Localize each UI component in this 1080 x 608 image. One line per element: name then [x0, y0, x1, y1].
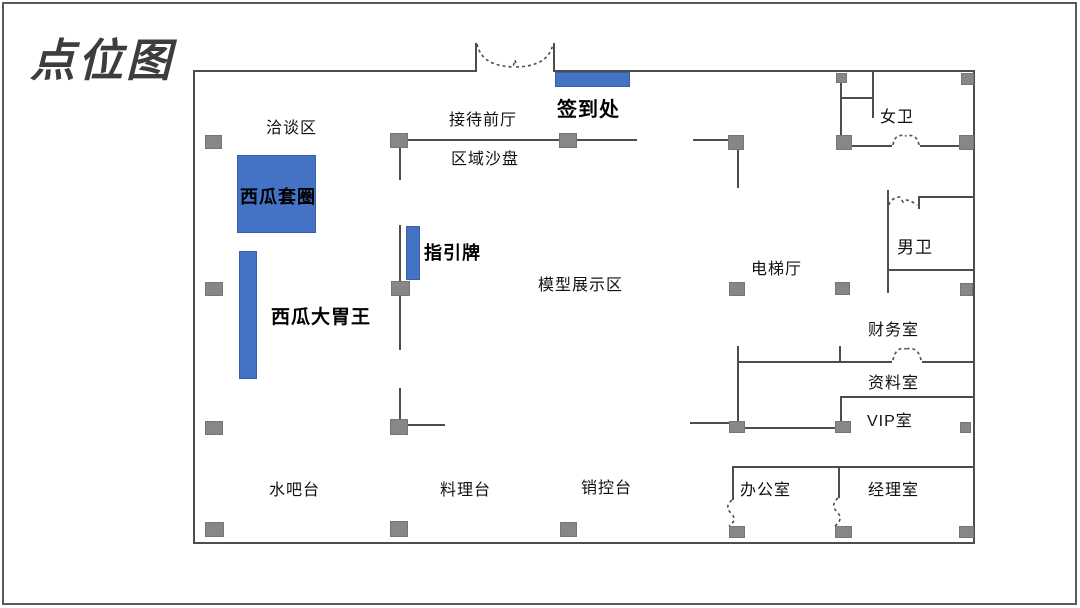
column-marker [959, 526, 974, 538]
label-vip-room: VIP室 [867, 413, 913, 430]
wall-elevator-corridor [737, 150, 739, 188]
wall-reception-divider [693, 139, 737, 141]
wall-top-right [554, 70, 975, 72]
column-marker [390, 521, 408, 537]
wall-womens-bottom [852, 145, 892, 147]
label-model-display-area: 模型展示区 [538, 277, 624, 294]
wall-stub [408, 424, 445, 426]
wall-reception-divider [398, 139, 637, 141]
column-marker [729, 526, 745, 538]
column-marker [205, 522, 224, 537]
label-womens-restroom: 女卫 [880, 109, 915, 126]
wall-mens-left [887, 190, 889, 293]
column-marker [205, 135, 222, 149]
eating-contest-label: 西瓜大胃王 [271, 307, 372, 328]
watermelon-ring-toss-marker [237, 155, 316, 233]
womens-door-swing-icon [892, 134, 920, 146]
wall-corridor [745, 427, 835, 429]
column-marker [559, 133, 577, 148]
wall-womens-left [840, 83, 842, 135]
wall-model-area-left [399, 148, 401, 180]
office-door-icon [726, 499, 735, 527]
wall-elevator-corridor [737, 346, 739, 430]
wall-top-left [193, 70, 476, 72]
wall-corridor [690, 422, 730, 424]
wall-womens-bottom [920, 145, 961, 147]
wall-mens-bottom [887, 269, 975, 271]
entrance-door-swing-icon [476, 43, 554, 68]
page-title: 点位图 [30, 35, 175, 86]
wall-archives-top [738, 361, 892, 363]
column-marker [729, 282, 745, 296]
wall-mens-top [918, 196, 974, 198]
wall-womens-inner-h [840, 97, 873, 99]
column-marker [205, 282, 223, 296]
signin-desk-marker [555, 72, 630, 87]
column-marker [390, 419, 408, 435]
wall-right [973, 70, 975, 544]
ring-toss-label: 西瓜套圈 [240, 187, 316, 207]
label-archives-room: 资料室 [868, 375, 920, 392]
wall-vip-left [840, 396, 842, 423]
column-marker [836, 73, 847, 83]
entrance-jamb-right [553, 43, 555, 72]
label-reception-hall: 接待前厅 [449, 112, 518, 129]
wall-model-area-left [399, 388, 401, 421]
wall-left [193, 70, 195, 544]
column-marker [728, 135, 744, 150]
wall-vip-top [840, 396, 974, 398]
mens-door-swing-icon [887, 196, 918, 212]
label-manager-room: 经理室 [868, 482, 920, 499]
entrance-jamb-left [475, 43, 477, 72]
label-negotiation-area: 洽谈区 [266, 120, 318, 137]
column-marker [560, 522, 577, 537]
guide-sign-marker [406, 226, 420, 280]
watermelon-eating-marker [239, 251, 257, 379]
label-elevator-hall: 电梯厅 [751, 261, 803, 278]
column-marker [960, 422, 971, 433]
guide-sign-label: 指引牌 [424, 243, 481, 263]
wall-mens-top-stub [918, 196, 920, 209]
wall-womens-inner-v [872, 71, 874, 118]
column-marker [961, 73, 974, 85]
column-marker [836, 135, 852, 150]
signin-label: 签到处 [557, 99, 620, 121]
label-water-bar: 水吧台 [269, 482, 321, 499]
label-sales-control: 销控台 [581, 480, 633, 497]
label-office: 办公室 [740, 482, 792, 499]
wall-office-left [732, 466, 734, 500]
wall-archives-top [922, 361, 974, 363]
wall-office-top [732, 466, 973, 468]
wall-manager-left [838, 466, 840, 498]
column-marker [729, 421, 745, 433]
wall-archives-stub [839, 346, 841, 363]
column-marker [390, 133, 408, 148]
wall-bottom [193, 542, 975, 544]
column-marker [835, 421, 851, 433]
label-sand-table: 区域沙盘 [451, 151, 520, 168]
column-marker [835, 282, 850, 295]
manager-door-icon [832, 497, 841, 527]
column-marker [205, 421, 223, 435]
column-marker [835, 526, 852, 538]
label-mens-restroom: 男卫 [897, 238, 933, 257]
archives-door-swing-icon [892, 347, 922, 361]
column-marker [959, 135, 974, 150]
label-cooking-counter: 料理台 [440, 482, 492, 499]
label-finance-room: 财务室 [868, 322, 920, 339]
column-marker [391, 281, 410, 296]
column-marker [960, 283, 973, 296]
